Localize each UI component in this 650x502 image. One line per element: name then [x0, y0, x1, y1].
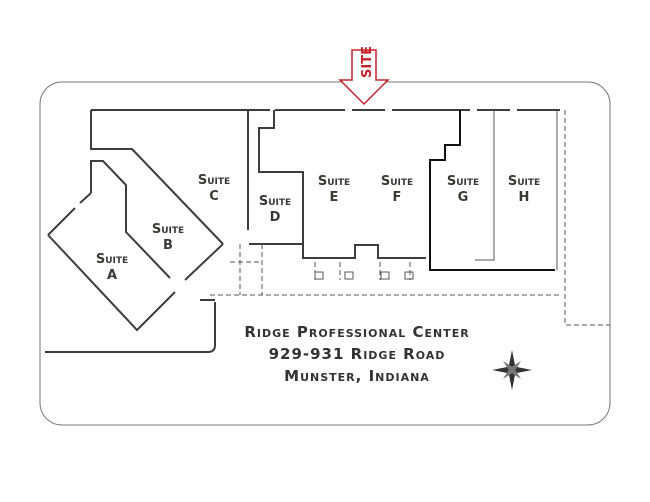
suite-def-walls [249, 110, 426, 259]
suite-ab-walls [47, 160, 224, 332]
site-arrow-icon [338, 49, 390, 106]
lower-wall [45, 299, 216, 353]
suite-g-walls [429, 110, 555, 271]
site-border [39, 81, 611, 426]
city-state: Munster, Indiana [284, 367, 430, 385]
corridor-lines [210, 110, 610, 326]
center-name: Ridge Professional Center [244, 323, 470, 341]
compass-rose-icon [492, 350, 532, 390]
suite-c-walls [90, 110, 249, 245]
suite-h-walls [475, 110, 558, 270]
site-label: SITE [360, 46, 375, 78]
street-address: 929-931 Ridge Road [268, 345, 446, 363]
